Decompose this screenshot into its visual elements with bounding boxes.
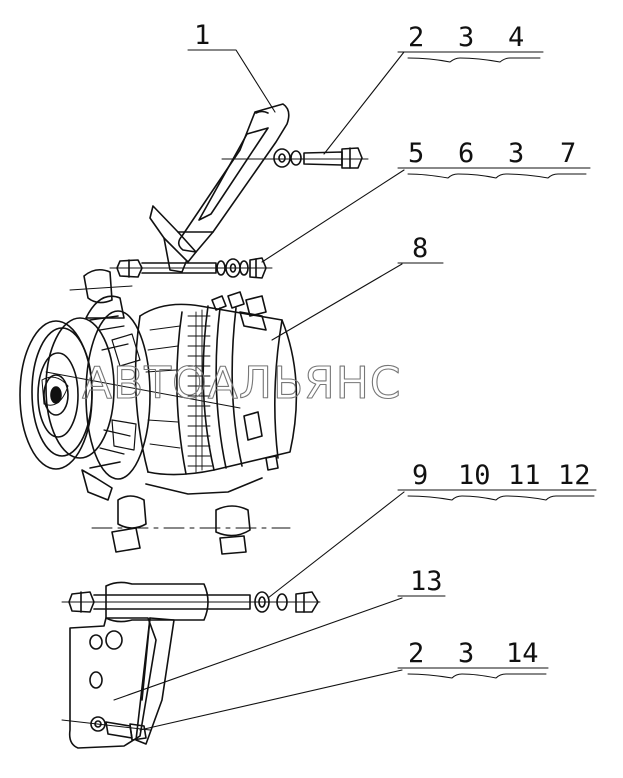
adjusting-strap — [149, 103, 290, 273]
callout-3-top: 3 — [458, 22, 474, 53]
alternator — [19, 268, 298, 555]
callout-1: 1 — [194, 20, 210, 51]
callout-braces — [407, 57, 595, 679]
top-bolt-assembly — [221, 147, 369, 169]
callout-3-bottom: 3 — [458, 638, 474, 669]
mounting-bracket — [61, 617, 175, 749]
mid-bolt-assembly — [109, 257, 273, 279]
callout-10: 10 — [458, 460, 491, 491]
callout-14: 14 — [506, 638, 539, 669]
callout-2-top: 2 — [408, 22, 424, 53]
callout-4: 4 — [508, 22, 524, 53]
lower-bolt-assembly — [61, 581, 321, 623]
callout-13: 13 — [410, 566, 443, 597]
callout-2-bottom: 2 — [408, 638, 424, 669]
callout-7: 7 — [560, 138, 576, 169]
watermark: АВТОАЛЬЯНС — [82, 358, 402, 409]
leader-lines — [113, 49, 597, 731]
callout-5: 5 — [408, 138, 424, 169]
callout-6: 6 — [458, 138, 474, 169]
callout-11: 11 — [508, 460, 541, 491]
callout-numbers: 1 2 3 4 5 6 3 7 8 9 10 11 12 13 2 3 14 — [194, 20, 591, 669]
callout-8: 8 — [412, 233, 428, 264]
callout-12: 12 — [558, 460, 591, 491]
callout-9: 9 — [412, 460, 428, 491]
callout-3-mid: 3 — [508, 138, 524, 169]
